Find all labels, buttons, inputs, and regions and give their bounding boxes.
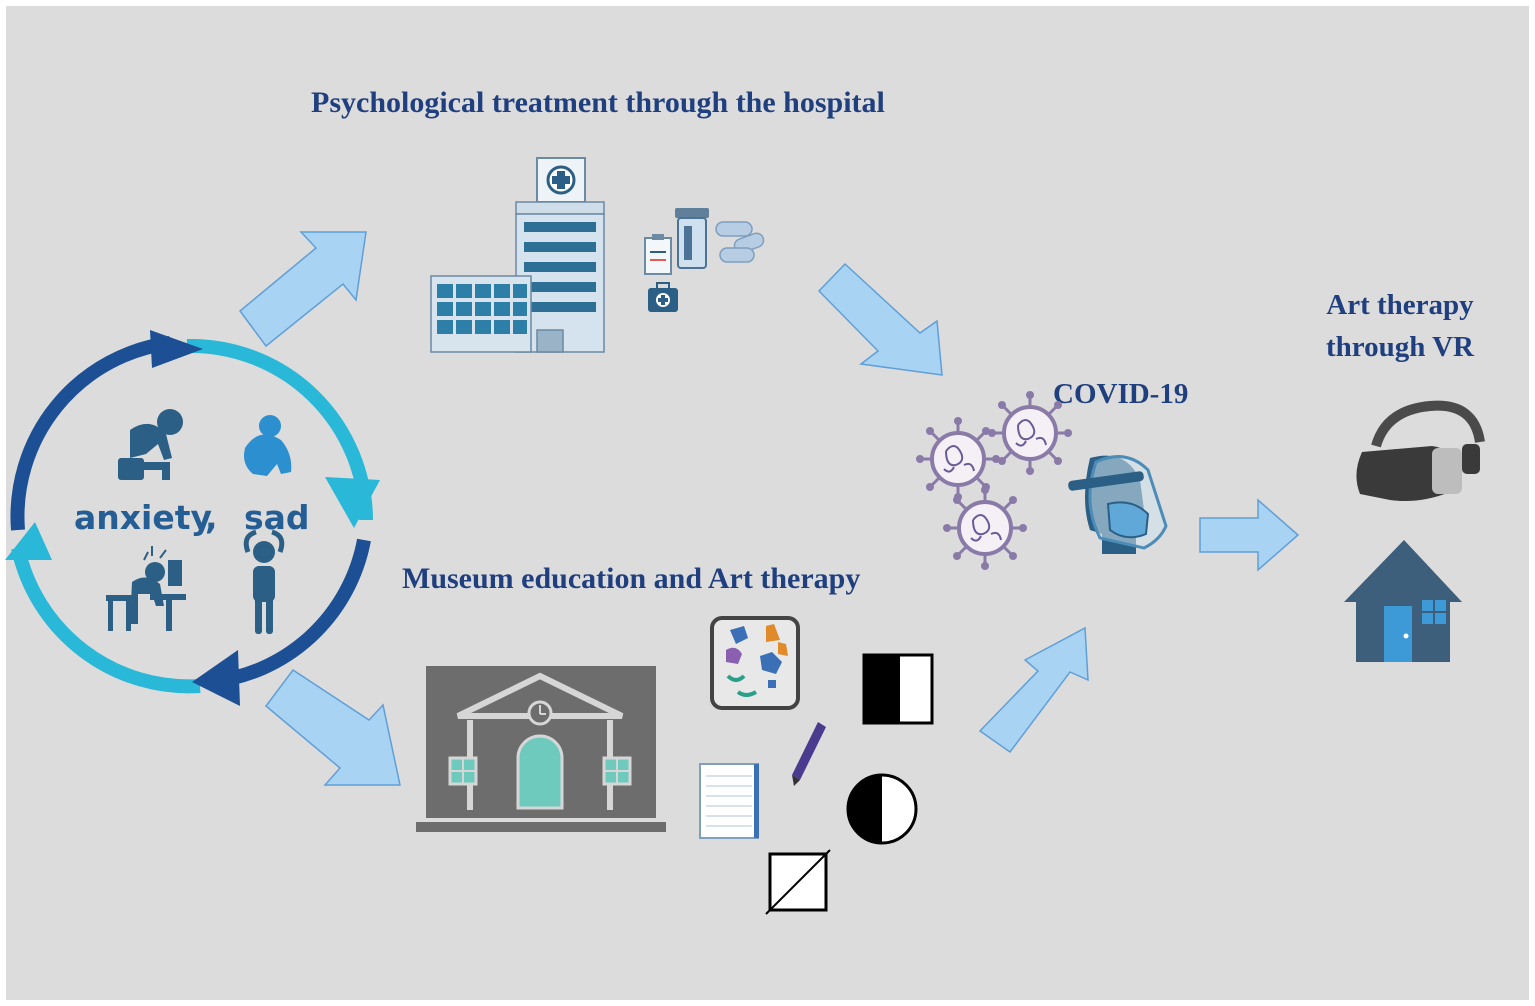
- arrow-museum-to-covid: [978, 626, 1089, 754]
- distressed-person-icon: [243, 529, 285, 634]
- puzzle-icon: [710, 616, 800, 710]
- capsule-icon: [715, 221, 765, 263]
- vr-headset-icon: [1356, 400, 1485, 501]
- arrow-covid-to-vr: [1199, 498, 1300, 572]
- emotion-sad: sad: [244, 498, 310, 537]
- covid-title: COVID-19: [1053, 378, 1188, 410]
- pencil-icon: [792, 722, 826, 786]
- arrow-hospital-to-covid: [817, 262, 943, 376]
- virus-icon: [914, 389, 1074, 572]
- hospital-title: Psychological treatment through the hosp…: [311, 86, 885, 119]
- arrow-to-hospital: [238, 231, 367, 348]
- emotion-label: anxiety , sad: [74, 498, 310, 537]
- sitting-sad-person-icon: [118, 409, 183, 480]
- hospital-icon: [430, 157, 605, 353]
- pill-bottle-icon: [675, 208, 709, 269]
- emotion-cycle: [5, 330, 380, 706]
- crouching-person-icon: [244, 415, 292, 476]
- clipboard-icon: [644, 234, 672, 275]
- notebook-icon: [699, 763, 759, 839]
- diagram-background: [6, 6, 1529, 1000]
- home-icon: [1344, 540, 1462, 662]
- arrow-to-museum: [264, 668, 401, 786]
- museum-building-icon: [416, 666, 666, 832]
- medical-kit-icon: [648, 282, 678, 312]
- contrast-circle-icon: [846, 773, 918, 845]
- contrast-square-icon: [862, 653, 934, 725]
- emotion-separator: ,: [205, 498, 218, 537]
- vr-title-line2: through VR: [1326, 331, 1475, 363]
- stressed-worker-icon: [106, 546, 186, 631]
- vr-title-line1: Art therapy: [1326, 289, 1474, 321]
- emotion-anxiety: anxiety: [74, 498, 212, 537]
- face-shield-person-icon: [1068, 455, 1168, 554]
- slashed-square-icon: [765, 849, 831, 915]
- museum-title: Museum education and Art therapy: [402, 562, 860, 595]
